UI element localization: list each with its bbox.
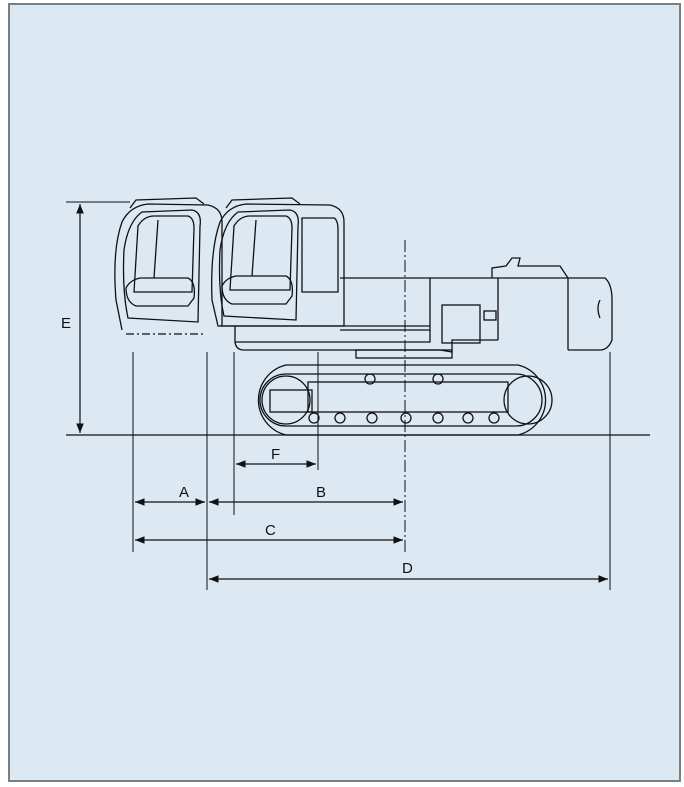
extension-lines: [66, 201, 611, 590]
dimension-arrows: [76, 204, 608, 583]
dim-label-A: A: [179, 484, 189, 501]
step-box: [441, 304, 481, 344]
dim-label-E: E: [61, 315, 71, 332]
dim-label-F: F: [271, 446, 280, 463]
dim-label-C: C: [265, 522, 276, 539]
upper-body: [340, 277, 431, 331]
cab-rear: [114, 203, 223, 331]
track-frame-body: [269, 389, 313, 413]
diagram-frame: [8, 3, 681, 782]
sprocket-wheel: [503, 375, 553, 425]
cab-front: [211, 203, 345, 327]
idler-wheel: [261, 375, 311, 425]
excavator-drawing: [114, 197, 613, 436]
track-inner: [259, 373, 543, 427]
engine-hood: [491, 257, 569, 279]
track-outer: [257, 364, 547, 436]
dim-label-D: D: [402, 560, 413, 577]
dim-label-B: B: [316, 484, 326, 501]
swing-bearing: [355, 349, 453, 359]
